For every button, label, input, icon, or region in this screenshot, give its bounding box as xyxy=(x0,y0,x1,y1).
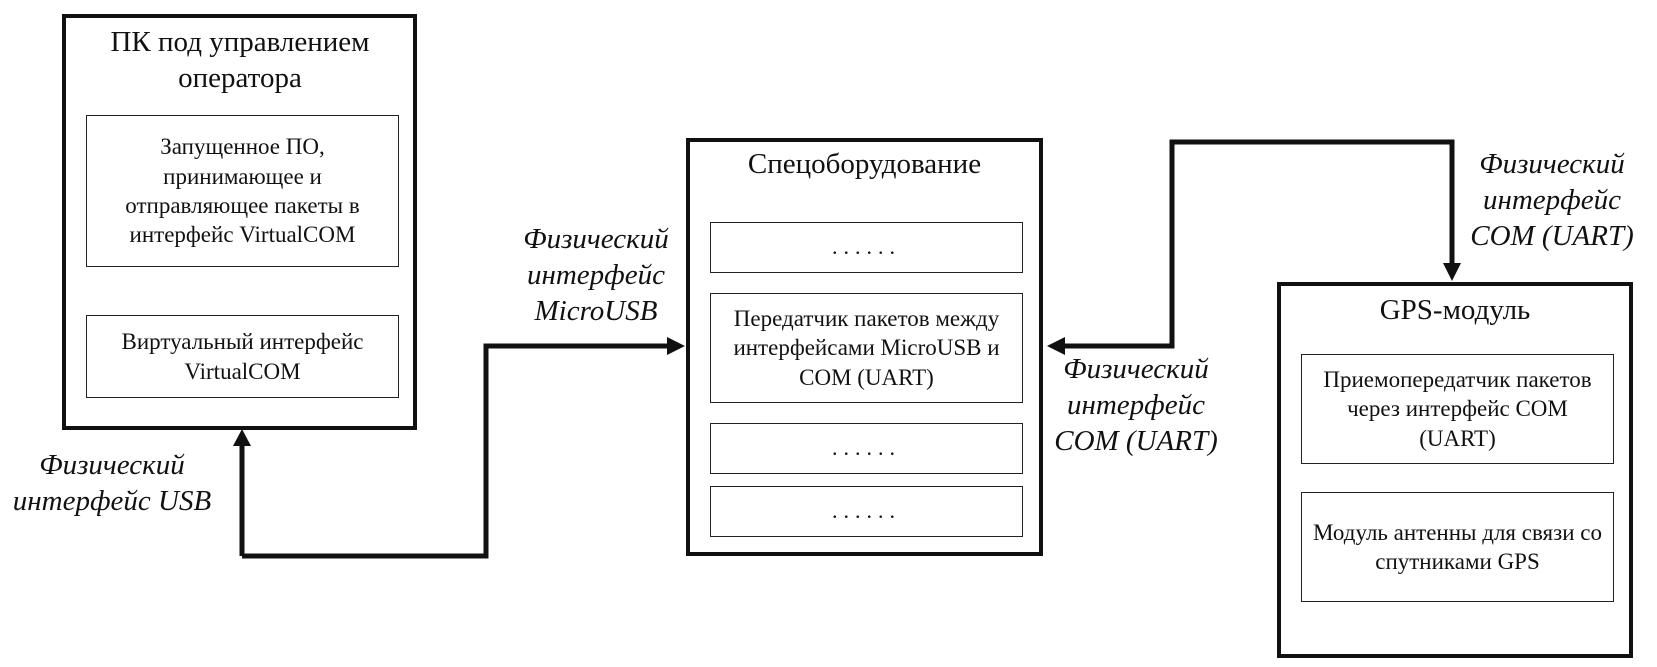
usb-to-microusb-line xyxy=(242,343,668,559)
transceiver-box: Приемопередатчик пакетов через интерфейс… xyxy=(1301,354,1614,464)
usb-label-text: Физический интерфейс USB xyxy=(12,449,212,517)
microusb-arrowhead xyxy=(667,337,685,355)
microusb-interface-label: Физический интерфейс MicroUSB xyxy=(508,222,684,330)
pc-box: ПК под управлением оператора Запущенное … xyxy=(62,14,417,430)
usb-interface-label: Физический интерфейс USB xyxy=(6,448,218,520)
com-mid-label-text: Физический интерфейс COM (UART) xyxy=(1054,353,1218,457)
gps-module-box: GPS-модуль Приемопередатчик пакетов чере… xyxy=(1277,282,1633,658)
usb-arrowhead xyxy=(233,429,251,446)
software-box: Запущенное ПО, принимающее и отправляюще… xyxy=(86,115,399,267)
equipment-slot-3: ...... xyxy=(710,486,1023,537)
com-equipment-arrowhead xyxy=(1047,337,1065,355)
microusb-label-text: Физический интерфейс MicroUSB xyxy=(523,223,669,327)
virtual-interface-box: Виртуальный интерфейс VirtualCOM xyxy=(86,315,399,398)
com-gps-arrowhead xyxy=(1443,263,1461,281)
com-right-interface-label: Физический интерфейс COM (UART) xyxy=(1464,147,1640,255)
antenna-box: Модуль антенны для связи со спутниками G… xyxy=(1301,492,1614,602)
transmitter-box: Передатчик пакетов между интерфейсами Mi… xyxy=(710,293,1023,403)
com-connector-line xyxy=(1064,139,1455,349)
equipment-title: Спецоборудование xyxy=(747,148,982,180)
equipment-box: Спецоборудование ...... Передатчик пакет… xyxy=(686,138,1043,556)
equipment-slot-1: ...... xyxy=(710,222,1023,273)
com-right-label-text: Физический интерфейс COM (UART) xyxy=(1470,148,1634,252)
gps-title: GPS-модуль xyxy=(1379,294,1531,326)
com-mid-interface-label: Физический интерфейс COM (UART) xyxy=(1048,352,1224,460)
pc-title: ПК под управлением оператора xyxy=(110,26,370,95)
equipment-slot-2: ...... xyxy=(710,423,1023,474)
